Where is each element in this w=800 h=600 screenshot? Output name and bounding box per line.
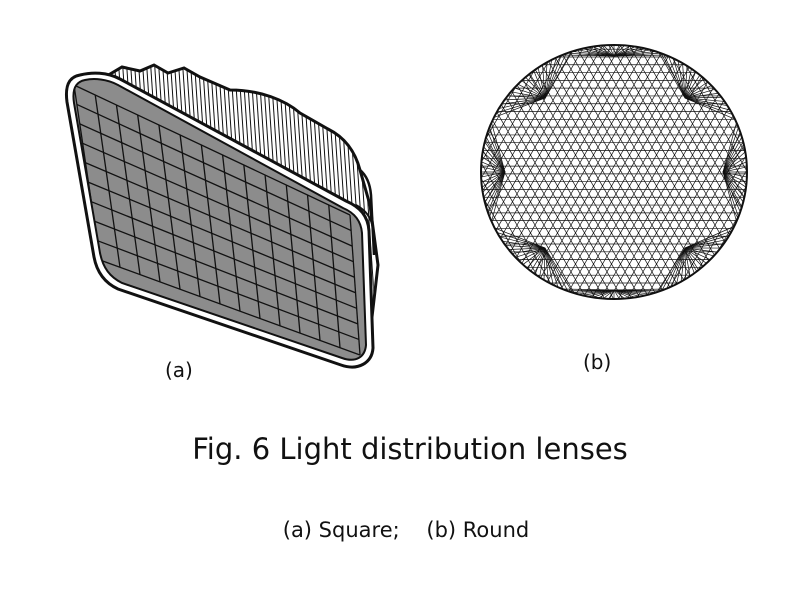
panel-b-label: (b) — [583, 350, 612, 374]
figure-subtitle: (a) Square; (b) Round — [282, 518, 530, 542]
round-lens-drawing — [475, 38, 755, 313]
round-lens-outline — [480, 44, 748, 300]
square-lens-drawing — [60, 55, 410, 375]
round-lens-svg — [480, 44, 748, 300]
figure-title: Fig. 6 Light distribution lenses — [192, 432, 628, 466]
panel-a-label: (a) — [165, 358, 193, 382]
lens-face — [72, 78, 368, 361]
square-lens-svg — [64, 63, 380, 369]
